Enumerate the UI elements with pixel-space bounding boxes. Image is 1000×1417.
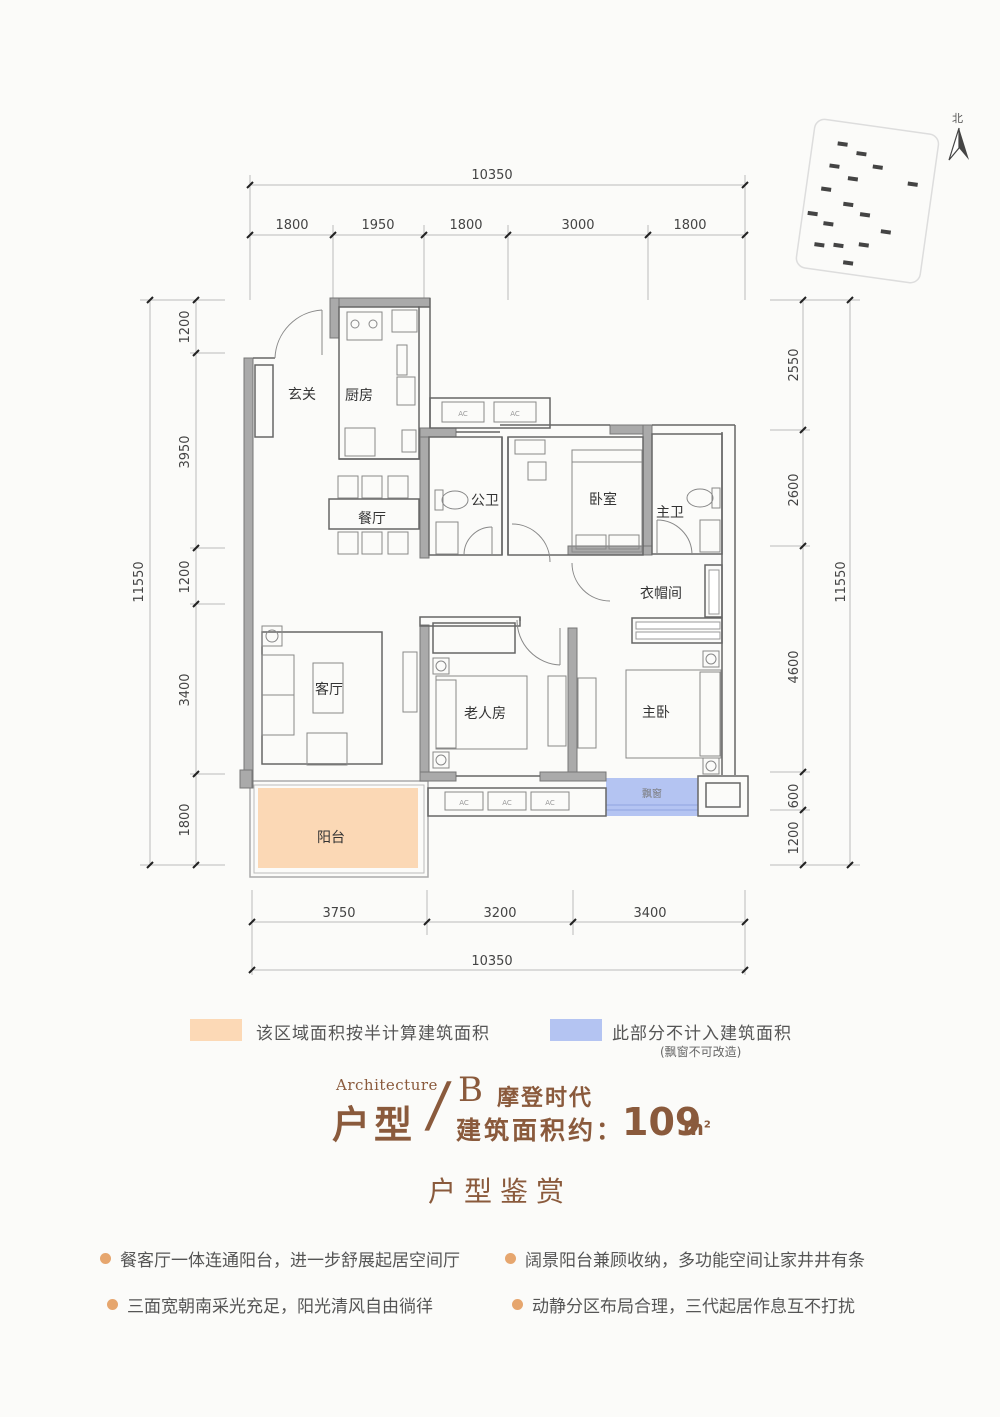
dim-left-1: 1200 [178, 310, 193, 343]
dim-bottom-1: 3750 [322, 906, 355, 921]
title-variant: B [458, 1070, 483, 1110]
feature-item-4: 动静分区布局合理，三代起居作息互不打扰 [512, 1292, 855, 1317]
room-label-bedroom: 卧室 [589, 491, 617, 508]
area-unit-sup: 2 [703, 1119, 711, 1131]
ac-units-bottom [444, 791, 570, 811]
dining-chairs [337, 475, 409, 555]
feature-item-2: 阔景阳台兼顾收纳，多功能空间让家井井有条 [505, 1246, 865, 1271]
dim-left-2: 3950 [178, 435, 193, 468]
room-label-kitchen: 厨房 [345, 388, 373, 404]
legend-label-excluded: 此部分不计入建筑面积 [612, 1024, 792, 1044]
title-type-label: 户型 [332, 1103, 417, 1147]
dim-left-5: 1800 [178, 803, 193, 836]
ac-label-5: AC [545, 799, 555, 807]
left-dimension-ticks [146, 296, 200, 869]
master-bedroom-furniture [577, 650, 722, 775]
feature-text: 三面宽朝南采光充足，阳光清风自由徜徉 [127, 1297, 433, 1317]
north-arrow-icon [948, 127, 969, 161]
title-english: Architecture [336, 1076, 438, 1094]
bullet-icon [512, 1299, 523, 1310]
feature-item-1: 餐客厅一体连通阳台，进一步舒展起居空间厅 [100, 1246, 460, 1271]
legend-label-half-area: 该区域面积按半计算建筑面积 [256, 1024, 490, 1044]
bottom-dimension-ticks [248, 918, 749, 974]
dim-top-5: 1800 [673, 218, 706, 233]
dim-right-2: 2600 [787, 473, 802, 506]
room-label-living: 客厅 [315, 681, 343, 698]
dim-left-total: 11550 [132, 561, 147, 602]
living-room-furniture [261, 625, 418, 766]
top-dimension-ticks [246, 181, 749, 239]
room-label-master-bath: 主卫 [656, 505, 684, 521]
dim-top-3: 1800 [449, 218, 482, 233]
legend-swatch-half-area [190, 1019, 242, 1041]
feature-text: 餐客厅一体连通阳台，进一步舒展起居空间厅 [120, 1251, 460, 1271]
title-area-unit: m2 [683, 1116, 711, 1140]
legend-swatch-excluded [550, 1019, 602, 1041]
room-label-public-bath: 公卫 [471, 493, 499, 509]
thin-walls [253, 298, 749, 817]
right-dimension-ticks [799, 296, 854, 869]
dim-left-4: 3400 [178, 673, 193, 706]
room-label-dining: 餐厅 [358, 511, 386, 527]
elder-room-furniture [432, 619, 567, 769]
dim-right-total: 11550 [834, 561, 849, 602]
room-label-entry: 玄关 [288, 386, 316, 403]
dim-bottom-total: 10350 [471, 954, 512, 969]
title-area-value: 109 [622, 1100, 702, 1144]
feature-text: 阔景阳台兼顾收纳，多功能空间让家井井有条 [525, 1251, 865, 1271]
room-label-master-bedroom: 主卧 [642, 705, 670, 721]
kitchen-fixtures [344, 309, 418, 457]
title-area-label: 建筑面积约： [456, 1116, 625, 1145]
master-bath-fixtures [656, 487, 721, 556]
compass-label: 北 [952, 112, 963, 125]
dim-right-4: 600 [787, 784, 802, 809]
dim-right-3: 4600 [787, 650, 802, 683]
bullet-icon [107, 1299, 118, 1310]
dim-top-4: 3000 [561, 218, 594, 233]
feature-item-3: 三面宽朝南采光充足，阳光清风自由徜徉 [107, 1292, 433, 1317]
bullet-icon [505, 1253, 516, 1264]
dim-top-total: 10350 [471, 168, 512, 183]
ac-label-2: AC [510, 410, 520, 418]
bedroom-furniture [511, 439, 643, 602]
site-plan-thumbnail [795, 118, 940, 284]
site-plan-outline [795, 118, 940, 284]
dim-right-5: 1200 [787, 821, 802, 854]
dim-right-1: 2550 [787, 348, 802, 381]
walls [239, 297, 653, 789]
bottom-dimension-lines [251, 890, 746, 975]
room-label-balcony: 阳台 [317, 830, 345, 846]
top-dimension-lines [249, 175, 746, 300]
ac-label-1: AC [458, 410, 468, 418]
balcony-area [258, 788, 418, 868]
public-bath-fixtures [434, 489, 493, 556]
dim-top-2: 1950 [361, 218, 394, 233]
dim-bottom-3: 3400 [633, 906, 666, 921]
room-label-elder-room: 老人房 [464, 706, 506, 722]
room-label-cloakroom: 衣帽间 [640, 586, 682, 602]
area-unit-text: m [683, 1116, 704, 1140]
cloakroom-racks [635, 569, 721, 640]
ac-label-3: AC [459, 799, 469, 807]
legend-note-excluded: (飘窗不可改造) [660, 1045, 742, 1059]
dim-bottom-2: 3200 [483, 906, 516, 921]
title-name: 摩登时代 [497, 1086, 594, 1111]
bullet-icon [100, 1253, 111, 1264]
dim-left-3: 1200 [178, 560, 193, 593]
floor-plan: 10350 1800 1950 1800 3000 1800 11550 120… [132, 168, 860, 975]
feature-text: 动静分区布局合理，三代起居作息互不打扰 [532, 1297, 855, 1317]
room-label-bay-window: 飘窗 [642, 787, 662, 800]
dim-top-1: 1800 [275, 218, 308, 233]
section-title: 户型鉴赏 [427, 1175, 572, 1208]
entry-door-swing [274, 309, 323, 359]
ac-label-4: AC [502, 799, 512, 807]
ac-units-top [441, 401, 537, 423]
